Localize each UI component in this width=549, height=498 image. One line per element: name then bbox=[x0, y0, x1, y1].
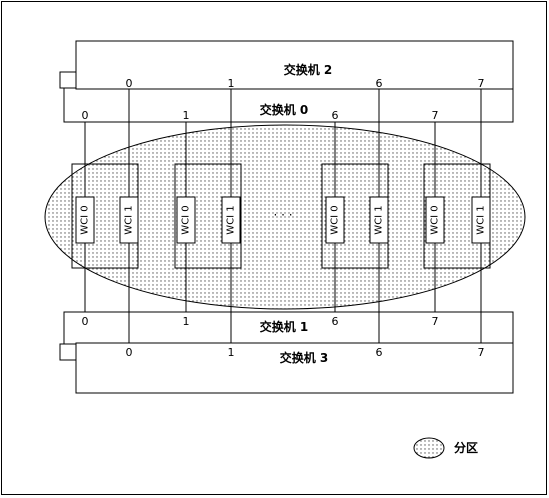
switch-3-box bbox=[75, 342, 514, 394]
wci-1-label: WCI 1 bbox=[124, 205, 135, 234]
switch-2-port-label: 0 bbox=[126, 77, 133, 90]
partition-ellipse bbox=[44, 124, 526, 310]
board-4: WCI 0 WCI 1 bbox=[423, 163, 491, 269]
switch-2-box bbox=[75, 40, 514, 90]
wci-1-card bbox=[119, 196, 139, 244]
legend-label: 分区 bbox=[454, 440, 478, 455]
wci-0-label: WCI 0 bbox=[80, 205, 91, 234]
switch-2-port-label: 1 bbox=[228, 77, 235, 90]
wci-0-label: WCI 0 bbox=[330, 205, 341, 234]
switch-3-port-label: 1 bbox=[228, 346, 235, 359]
board-2-slot bbox=[174, 163, 242, 269]
board-3: WCI 0 WCI 1 bbox=[321, 163, 389, 269]
wci-1-card bbox=[369, 196, 389, 244]
wci-0-card bbox=[75, 196, 95, 244]
switch-0-port-label: 0 bbox=[82, 109, 89, 122]
switch-0-port-label: 7 bbox=[432, 109, 439, 122]
legend-swatch bbox=[413, 437, 445, 459]
switch-3-port-label: 7 bbox=[478, 346, 485, 359]
switch-0-port-label: 1 bbox=[183, 109, 190, 122]
switch-1-port-label: 7 bbox=[432, 315, 439, 328]
switch-2-port-label: 6 bbox=[376, 77, 383, 90]
switch-1-box bbox=[63, 311, 514, 345]
legend: 分区 bbox=[413, 437, 478, 459]
switch-3-port-label: 6 bbox=[376, 346, 383, 359]
switch-3-port-label: 0 bbox=[126, 346, 133, 359]
switch-1-port-label: 1 bbox=[183, 315, 190, 328]
wci-1-label: WCI 1 bbox=[226, 205, 237, 234]
wci-1-label: WCI 1 bbox=[374, 205, 385, 234]
board-1: WCI 0 WCI 1 bbox=[71, 163, 139, 269]
wci-0-label: WCI 0 bbox=[430, 205, 441, 234]
wci-1-label: WCI 1 bbox=[476, 205, 487, 234]
switch-0-label: 交换机 0 bbox=[260, 102, 309, 117]
switch-2-label: 交换机 2 bbox=[284, 62, 333, 77]
switch-1-port-label: 0 bbox=[82, 315, 89, 328]
wci-1-card bbox=[471, 196, 491, 244]
wci-1-card bbox=[221, 196, 241, 244]
wci-0-card bbox=[176, 196, 196, 244]
switch-3-label: 交换机 3 bbox=[280, 350, 329, 365]
switch-2-connector bbox=[59, 71, 76, 89]
board-2: WCI 0 WCI 1 bbox=[174, 163, 242, 269]
switch-3-connector bbox=[59, 343, 76, 361]
switch-2-port-label: 7 bbox=[478, 77, 485, 90]
wci-0-card bbox=[425, 196, 445, 244]
more-boards-ellipsis: · · · bbox=[273, 208, 292, 222]
switch-1-port-label: 6 bbox=[332, 315, 339, 328]
wci-0-label: WCI 0 bbox=[181, 205, 192, 234]
switch-0-port-label: 6 bbox=[332, 109, 339, 122]
switch-1-label: 交换机 1 bbox=[260, 319, 309, 334]
wci-0-card bbox=[325, 196, 345, 244]
